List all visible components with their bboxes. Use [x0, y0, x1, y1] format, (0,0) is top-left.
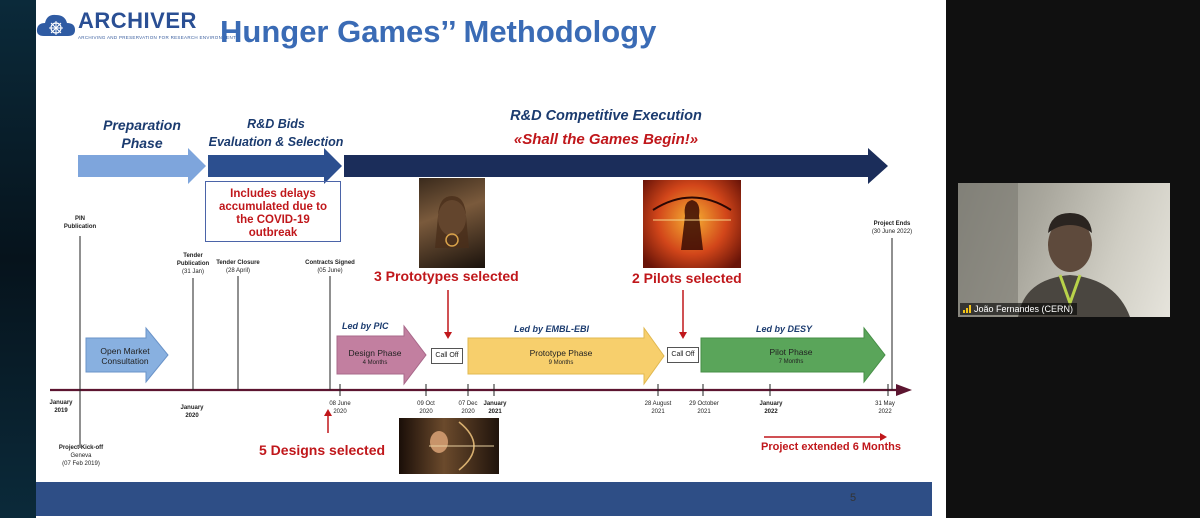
participant-name: João Fernandes (CERN) [974, 304, 1073, 314]
oct2021-day: 29 October [684, 400, 724, 408]
may2022-year: 2022 [870, 408, 900, 416]
contracts-signed-label: Contracts Signed (05 June) [302, 259, 358, 275]
jan2021-year: 2021 [480, 408, 510, 416]
jan2021-month: January [480, 400, 510, 408]
jan2019-month: January [46, 399, 76, 407]
prototype-phase-text: Prototype Phase 9 Months [506, 348, 616, 368]
jan2019-year: 2019 [46, 407, 76, 415]
prototype-phase-name: Prototype Phase [506, 348, 616, 358]
prototypes-red-arrowhead [444, 332, 452, 339]
participant-silhouette-icon [958, 183, 1170, 317]
date-jan2019: January 2019 [46, 399, 76, 415]
kickoff-line1: Project Kick-off [56, 444, 106, 452]
project-ends-line2: (30 June 2022) [866, 228, 918, 236]
pin-line2: Publication [60, 223, 100, 231]
shared-slide: ARCHIVER ARCHIVING AND PRESERVATION FOR … [36, 0, 946, 518]
jan2022-month: January [756, 400, 786, 408]
date-jan2021: January 2021 [480, 400, 510, 416]
aug2021-year: 2021 [640, 408, 676, 416]
jun2020-day: 08 June [326, 400, 354, 408]
pilot-phase-name: Pilot Phase [736, 347, 846, 357]
call-off-box-1: Call Off [431, 348, 463, 364]
contracts-line1: Contracts Signed [302, 259, 358, 267]
design-phase-name: Design Phase [339, 348, 411, 358]
date-oct2021: 29 October 2021 [684, 400, 724, 416]
dec2020-year: 2020 [454, 408, 482, 416]
participant-video-tile[interactable]: João Fernandes (CERN) [958, 183, 1170, 317]
jan2022-year: 2022 [756, 408, 786, 416]
signal-bars-icon [963, 305, 972, 313]
aug2021-day: 28 August [640, 400, 676, 408]
project-kickoff-label: Project Kick-off Geneva (07 Feb 2019) [56, 444, 106, 468]
project-ends-label: Project Ends (30 June 2022) [866, 220, 918, 236]
jan2020-month: January [172, 404, 212, 412]
led-by-embl-label: Led by EMBL-EBI [514, 324, 589, 334]
omc-phase-text: Open Market Consultation [90, 346, 160, 366]
project-ends-line1: Project Ends [866, 220, 918, 228]
call-off-box-2: Call Off [667, 347, 699, 363]
timeline-arrowhead [896, 384, 912, 396]
design-phase-duration: 4 Months [339, 358, 411, 368]
oct2021-year: 2021 [684, 408, 724, 416]
date-jun2020: 08 June 2020 [326, 400, 354, 416]
participant-name-label: João Fernandes (CERN) [960, 303, 1077, 315]
project-extended-text: Project extended 6 Months [761, 441, 901, 453]
tender-publication-label: Tender Publication (31 Jan) [172, 252, 214, 276]
pilot-phase-text: Pilot Phase 7 Months [736, 347, 846, 367]
pilots-selected-text: 2 Pilots selected [632, 270, 742, 286]
prototype-phase-duration: 9 Months [506, 358, 616, 368]
tender-closure-line1: Tender Closure [212, 259, 264, 267]
pin-line1: PIN [60, 215, 100, 223]
tender-pub-line1: Tender [172, 252, 214, 260]
contracts-line2: (05 June) [302, 267, 358, 275]
jun2020-year: 2020 [326, 408, 354, 416]
slide-footer-bar [36, 482, 932, 516]
date-oct2020: 09 Oct 2020 [412, 400, 440, 416]
design-phase-text: Design Phase 4 Months [339, 348, 411, 368]
pin-publication-label: PIN Publication [60, 215, 100, 231]
date-jan2020: January 2020 [172, 404, 212, 420]
omc-line2: Consultation [90, 356, 160, 366]
oct2020-day: 09 Oct [412, 400, 440, 408]
tender-pub-line3: (31 Jan) [172, 268, 214, 276]
tender-pub-line2: Publication [172, 260, 214, 268]
date-dec2020: 07 Dec 2020 [454, 400, 482, 416]
led-by-desy-label: Led by DESY [756, 324, 812, 334]
prototypes-selected-text: 3 Prototypes selected [374, 268, 519, 284]
jan2020-year: 2020 [172, 412, 212, 420]
kickoff-line2: Geneva [56, 452, 106, 460]
kickoff-line3: (07 Feb 2019) [56, 460, 106, 468]
tender-closure-label: Tender Closure (28 April) [212, 259, 264, 275]
led-by-pic-label: Led by PIC [342, 321, 389, 331]
date-may2022: 31 May 2022 [870, 400, 900, 416]
pilot-phase-duration: 7 Months [736, 357, 846, 367]
pilots-red-arrowhead [679, 332, 687, 339]
extended-red-arrowhead [880, 433, 887, 441]
tender-closure-line2: (28 April) [212, 267, 264, 275]
omc-line1: Open Market [90, 346, 160, 356]
dec2020-day: 07 Dec [454, 400, 482, 408]
date-aug2021: 28 August 2021 [640, 400, 676, 416]
date-jan2022: January 2022 [756, 400, 786, 416]
oct2020-year: 2020 [412, 408, 440, 416]
desktop-background-left [0, 0, 36, 518]
slide-page-number: 5 [850, 492, 856, 504]
may2022-day: 31 May [870, 400, 900, 408]
designs-selected-text: 5 Designs selected [259, 442, 385, 458]
